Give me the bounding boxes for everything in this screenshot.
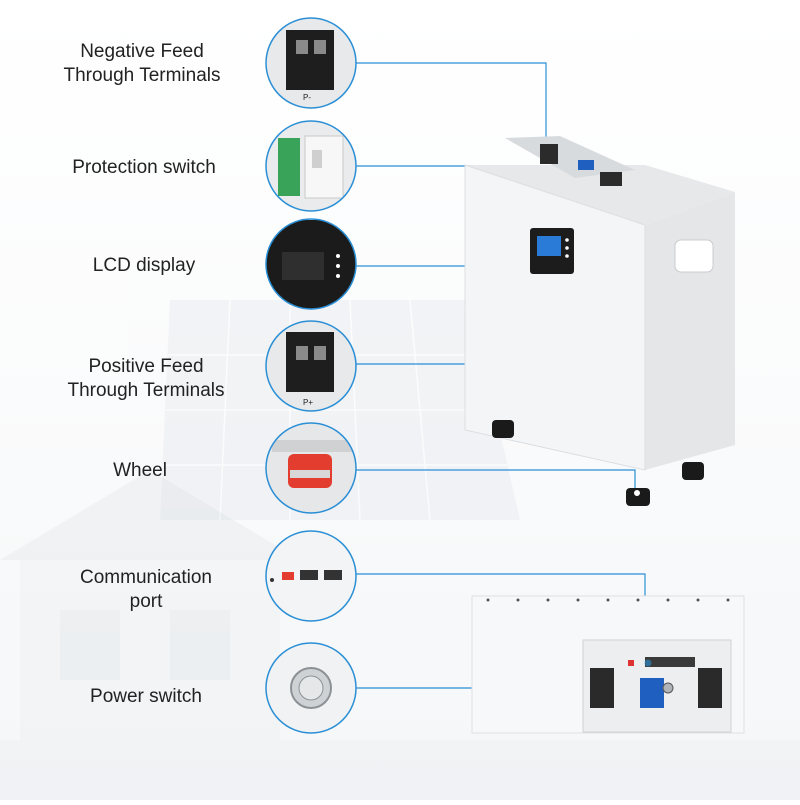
label-positive-feed-through-terminals: Positive Feed Through Terminals [67,356,225,401]
callout-circle-wheel [265,422,357,514]
top-terminal-compartment [505,136,635,186]
callout-circle-protection-switch [265,120,357,212]
svg-text:P+: P+ [303,398,313,407]
label-negative-feed-through-terminals: Negative Feed Through Terminals [63,41,221,86]
callout-circle-lcd [265,218,357,310]
callout-circle-power-switch [265,642,357,734]
callout-circle-negative-terminals: P- [265,17,357,109]
callout-circle-comm-port [265,530,357,622]
label-wheel: Wheel [113,460,167,481]
label-protection-switch: Protection switch [72,157,216,178]
label-power-switch: Power switch [90,686,202,707]
front-panel-inset [471,595,745,734]
svg-text:P-: P- [303,93,311,102]
battery-cabinet [464,136,735,506]
cabinet-lcd-panel [530,228,574,274]
cabinet-wheels [492,420,704,506]
label-communication-port: Communication port [80,567,212,612]
label-lcd-display: LCD display [92,255,196,276]
callout-circle-positive-terminals: P+ [265,320,357,412]
house-silhouette [0,470,800,800]
